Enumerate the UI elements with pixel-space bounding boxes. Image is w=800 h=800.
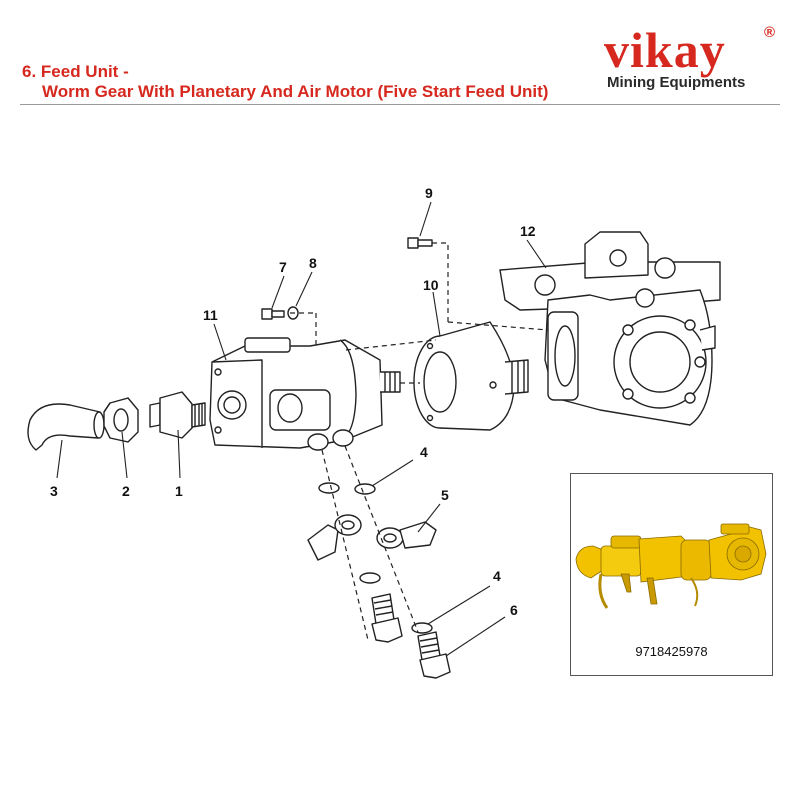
logo-tagline: Mining Equipments (607, 74, 746, 91)
callout-6: 6 (510, 602, 518, 618)
part-12-worm-gear-housing (499, 231, 721, 426)
page-title: 6. Feed Unit - Worm Gear With Planetary … (22, 62, 548, 102)
part-5-banjo-fitting-a (307, 514, 362, 561)
callout-8: 8 (309, 255, 317, 271)
callout-4-upper: 4 (420, 444, 428, 460)
part-6-banjo-bolt-b (417, 631, 451, 679)
part-6-banjo-bolt-a (371, 593, 403, 643)
part-2-hex-nut (103, 397, 139, 443)
callout-3: 3 (50, 483, 58, 499)
callout-2: 2 (122, 483, 130, 499)
vikay-logo: vikay ® Mining Equipments (604, 22, 784, 100)
callout-1: 1 (175, 483, 183, 499)
leader-lines (56, 201, 547, 657)
title-line-1: 6. Feed Unit - (22, 62, 129, 81)
callout-12: 12 (520, 223, 536, 239)
product-photo-inset: 9718425978 (570, 473, 773, 676)
part-4-washer-a (318, 482, 340, 494)
part-11-air-motor (209, 337, 401, 451)
part-3-elbow-fitting (27, 403, 105, 451)
callout-11: 11 (203, 307, 218, 323)
part-4-washer-c (359, 572, 381, 584)
product-code: 9718425978 (635, 644, 708, 659)
callout-9: 9 (425, 185, 433, 201)
part-4-washer-b (354, 483, 376, 495)
title-line-2: Worm Gear With Planetary And Air Motor (… (42, 82, 549, 101)
callout-5: 5 (441, 487, 449, 503)
callout-4-lower: 4 (493, 568, 501, 584)
part-9-screw (407, 237, 433, 249)
header-divider (20, 104, 780, 105)
callout-7: 7 (279, 259, 287, 275)
part-1-hex-nipple (149, 391, 206, 439)
assembly-lines (290, 242, 549, 641)
part-5-banjo-fitting-b (376, 521, 437, 549)
part-10-adapter-flange (413, 321, 529, 431)
callout-10: 10 (423, 277, 439, 293)
part-7-cap-screw (261, 308, 285, 320)
logo-wordmark: vikay (604, 22, 726, 78)
logo-registered-mark: ® (764, 24, 776, 41)
feed-unit-photo (575, 523, 767, 609)
